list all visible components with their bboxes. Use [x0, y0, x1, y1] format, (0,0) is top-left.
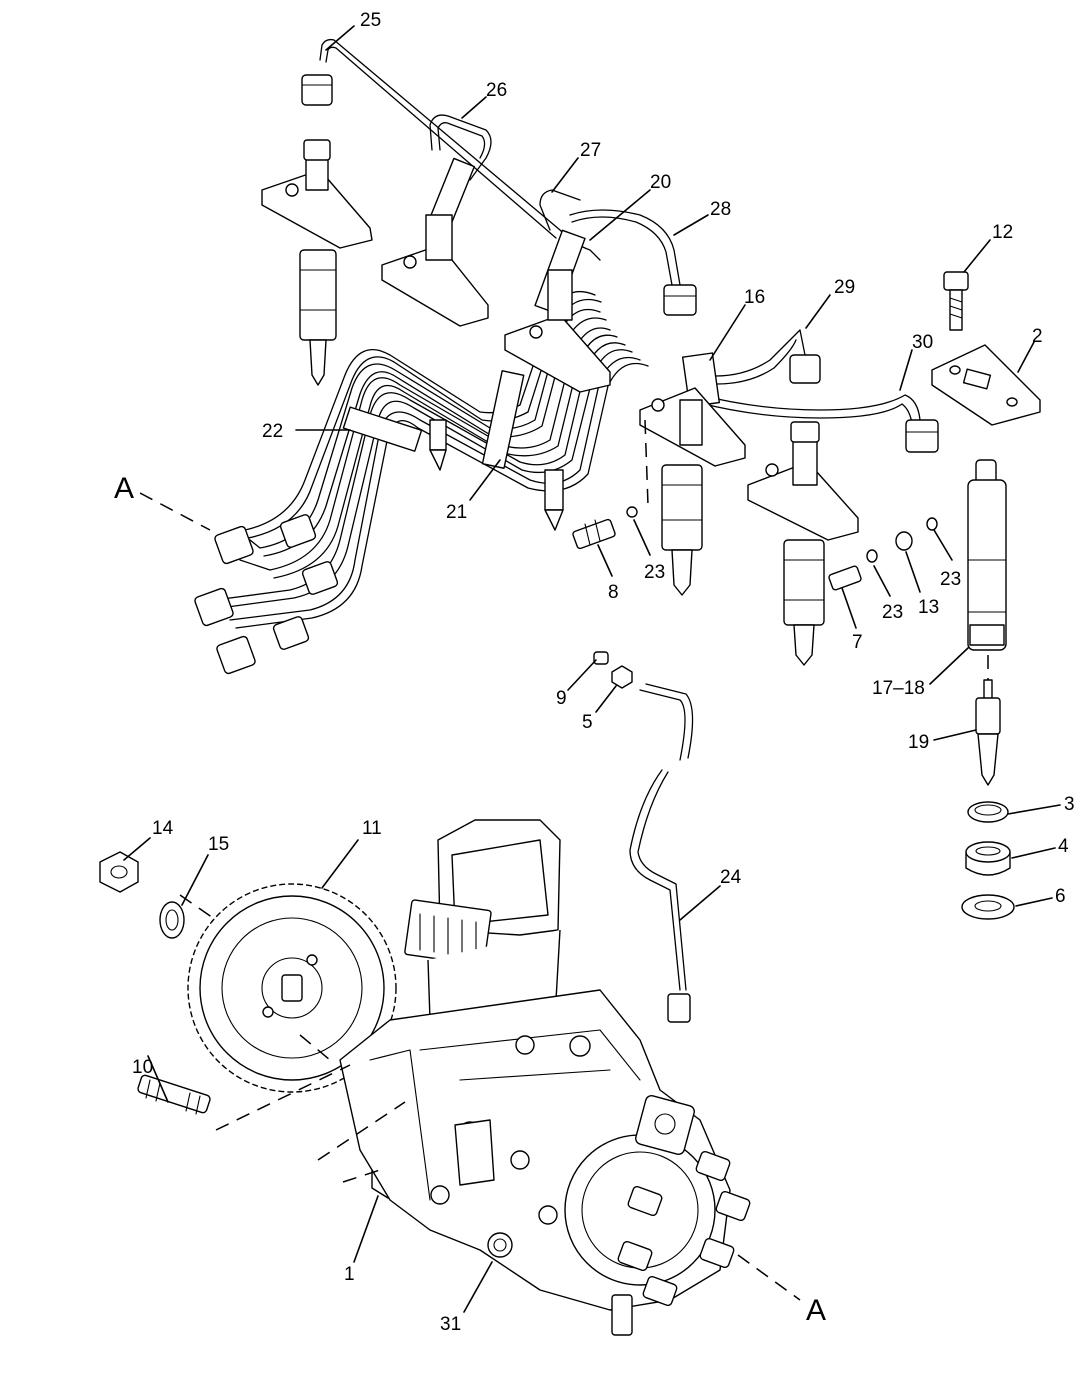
- clamp-2: [931, 344, 1041, 426]
- callout-7: 7: [852, 632, 863, 653]
- callout-15: 15: [208, 834, 229, 855]
- bolt-12: [943, 271, 969, 331]
- callout-22: 22: [262, 421, 283, 442]
- washer-3: [967, 801, 1009, 823]
- callout-2: 2: [1032, 326, 1043, 347]
- injection-pump: [339, 819, 751, 1336]
- callout-4: 4: [1058, 836, 1069, 857]
- gear-11: [187, 883, 397, 1093]
- callout-9: 9: [556, 688, 567, 709]
- callout-29: 29: [834, 277, 855, 298]
- callout-23-b: 23: [882, 602, 903, 623]
- injector-2: [381, 214, 489, 471]
- washer-6: [961, 894, 1015, 920]
- callout-19: 19: [908, 732, 929, 753]
- callout-8: 8: [608, 582, 619, 603]
- callout-31: 31: [440, 1314, 461, 1335]
- stud-10: [137, 1074, 211, 1115]
- callout-25: 25: [360, 10, 381, 31]
- callout-20: 20: [650, 172, 671, 193]
- nozzle-19: [975, 679, 1001, 786]
- nut-14: [99, 851, 139, 893]
- fitting-8: [572, 506, 638, 550]
- section-letter-right: A: [806, 1294, 826, 1327]
- callout-17-18: 17–18: [872, 678, 925, 699]
- fitting-7: [828, 517, 938, 591]
- callout-13: 13: [918, 597, 939, 618]
- callout-16: 16: [744, 287, 765, 308]
- callout-6: 6: [1055, 886, 1066, 907]
- callout-1: 1: [344, 1264, 355, 1285]
- callout-14: 14: [152, 818, 174, 839]
- callout-12: 12: [992, 222, 1013, 243]
- injector-3: [504, 269, 611, 531]
- callout-11: 11: [362, 818, 382, 839]
- section-letter-left: A: [114, 472, 134, 505]
- callout-23-a: 23: [644, 562, 665, 583]
- return-line: [593, 651, 694, 1023]
- injector-body-17-18: [967, 459, 1007, 651]
- injector-4: [639, 387, 746, 596]
- callout-27: 27: [580, 140, 601, 161]
- callout-23-c: 23: [940, 569, 961, 590]
- assembly-lines: [139, 419, 989, 1301]
- callout-26: 26: [486, 80, 507, 101]
- callout-labels: 25 26 27 20 28 12 16 29 30 2 22 21 8 23 …: [132, 10, 1075, 1335]
- callout-5: 5: [582, 712, 593, 733]
- callout-30: 30: [912, 332, 933, 353]
- leader-lines: [123, 25, 1061, 1313]
- callout-28: 28: [710, 199, 731, 220]
- callout-24: 24: [720, 867, 742, 888]
- injector-1: [261, 139, 373, 386]
- pipe-nuts: [194, 74, 939, 675]
- lock-washer-15: [159, 901, 185, 939]
- callout-3: 3: [1064, 794, 1075, 815]
- injector-5: [747, 421, 859, 666]
- seal-4: [965, 841, 1011, 876]
- callout-10: 10: [132, 1057, 153, 1078]
- callout-21: 21: [446, 502, 467, 523]
